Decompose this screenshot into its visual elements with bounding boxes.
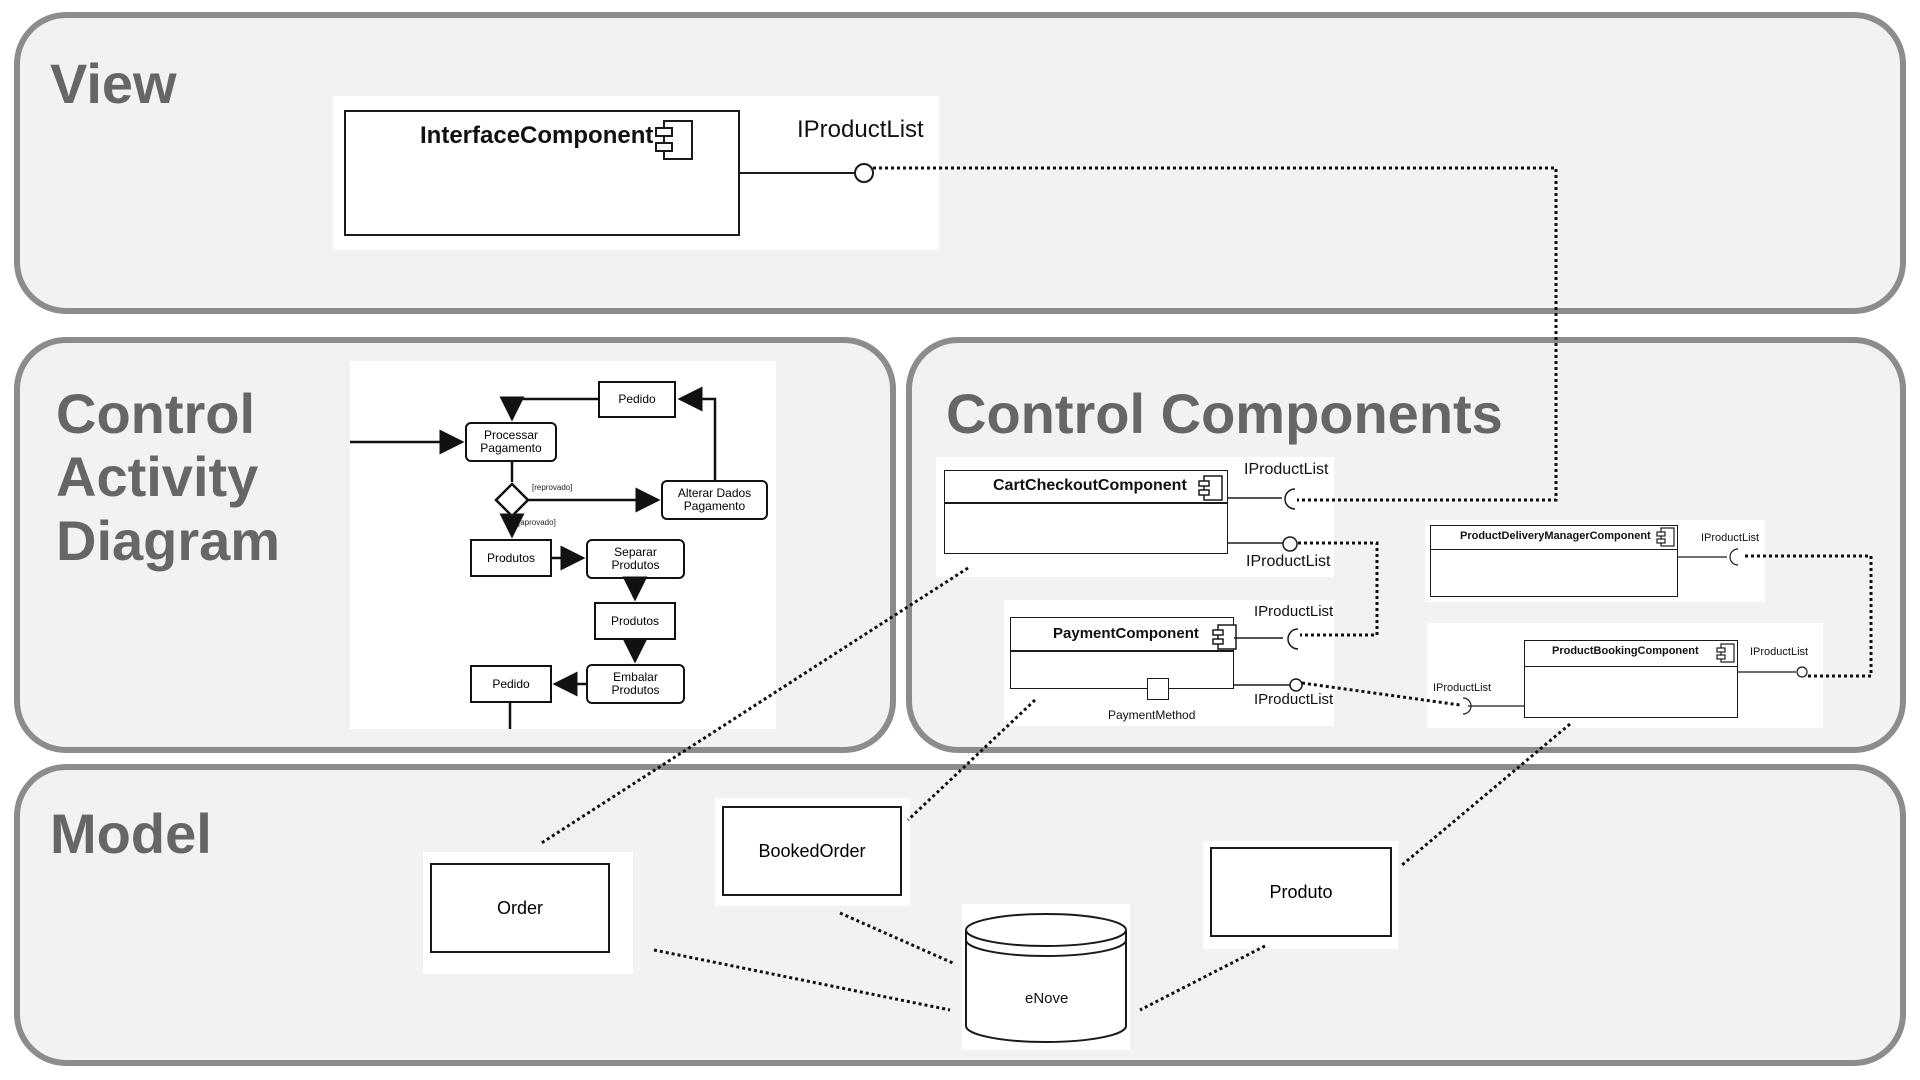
control-components-title: Control Components [946, 382, 1503, 445]
activity-title: Control Activity Diagram [56, 382, 280, 572]
cart-checkout-name: CartCheckoutComponent [993, 477, 1187, 494]
produto-label: Produto [1269, 881, 1333, 902]
activity-title-line-1: Control [56, 382, 256, 445]
processar-line-1: Processar [483, 428, 539, 442]
interface-component-name: InterfaceComponent [420, 122, 654, 149]
activity-produtos-2[interactable]: Produtos [594, 602, 676, 640]
payment-divider [1010, 650, 1234, 652]
booked-order-label: BookedOrder [758, 840, 866, 861]
processar-line-2: Pagamento [480, 441, 542, 455]
booking-required-label: IProductList [1433, 682, 1492, 694]
embalar-line-2: Produtos [611, 683, 660, 697]
order-label: Order [496, 897, 543, 918]
activity-separar-produtos[interactable]: Separar Produtos [586, 539, 685, 579]
alterar-line-2: Pagamento [683, 499, 746, 513]
view-title: View [50, 52, 177, 115]
activity-alterar-dados[interactable]: Alterar Dados Pagamento [661, 480, 768, 520]
activity-title-line-3: Diagram [56, 508, 281, 572]
payment-method-label: PaymentMethod [1108, 708, 1196, 722]
model-layer [14, 764, 1906, 1066]
database-card [962, 904, 1130, 1050]
payment-name: PaymentComponent [1053, 625, 1199, 642]
separar-line-1: Separar [614, 545, 657, 559]
cart-checkout-required-label: IProductList [1244, 461, 1329, 478]
payment-box[interactable] [1010, 617, 1234, 689]
activity-title-line-2: Activity [56, 445, 259, 509]
alterar-line-1: Alterar Dados [677, 486, 752, 500]
payment-required-label: IProductList [1254, 603, 1334, 620]
booking-divider [1524, 666, 1738, 668]
interface-component-interface-label: IProductList [797, 116, 924, 143]
activity-embalar-produtos[interactable]: Embalar Produtos [586, 664, 685, 704]
booking-box[interactable] [1524, 640, 1738, 718]
produto-box[interactable]: Produto [1210, 847, 1392, 937]
view-layer [14, 12, 1906, 314]
cart-checkout-divider [944, 502, 1228, 504]
delivery-manager-divider [1430, 549, 1678, 551]
booking-name: ProductBookingComponent [1552, 645, 1699, 657]
separar-line-2: Produtos [611, 558, 660, 572]
booking-provided-label: IProductList [1750, 646, 1809, 658]
delivery-manager-required-label: IProductList [1701, 532, 1760, 544]
activity-produtos-1[interactable]: Produtos [470, 539, 552, 577]
activity-processar-pagamento[interactable]: Processar Pagamento [465, 422, 557, 462]
delivery-manager-name: ProductDeliveryManagerComponent [1460, 530, 1651, 542]
guard-aprovado: [aprovado] [518, 518, 556, 527]
activity-pedido-top[interactable]: Pedido [598, 381, 676, 418]
activity-diagram-card [350, 361, 776, 729]
database-label: eNove [1025, 990, 1069, 1007]
activity-pedido-bottom[interactable]: Pedido [470, 665, 552, 703]
booked-order-box[interactable]: BookedOrder [722, 806, 902, 896]
model-title: Model [50, 802, 212, 865]
payment-method-port[interactable] [1147, 678, 1169, 700]
cart-checkout-provided-label: IProductList [1246, 553, 1331, 570]
guard-reprovado: [reprovado] [532, 483, 573, 492]
delivery-manager-box[interactable] [1430, 525, 1678, 597]
order-box[interactable]: Order [430, 863, 610, 953]
payment-provided-label: IProductList [1254, 691, 1334, 708]
